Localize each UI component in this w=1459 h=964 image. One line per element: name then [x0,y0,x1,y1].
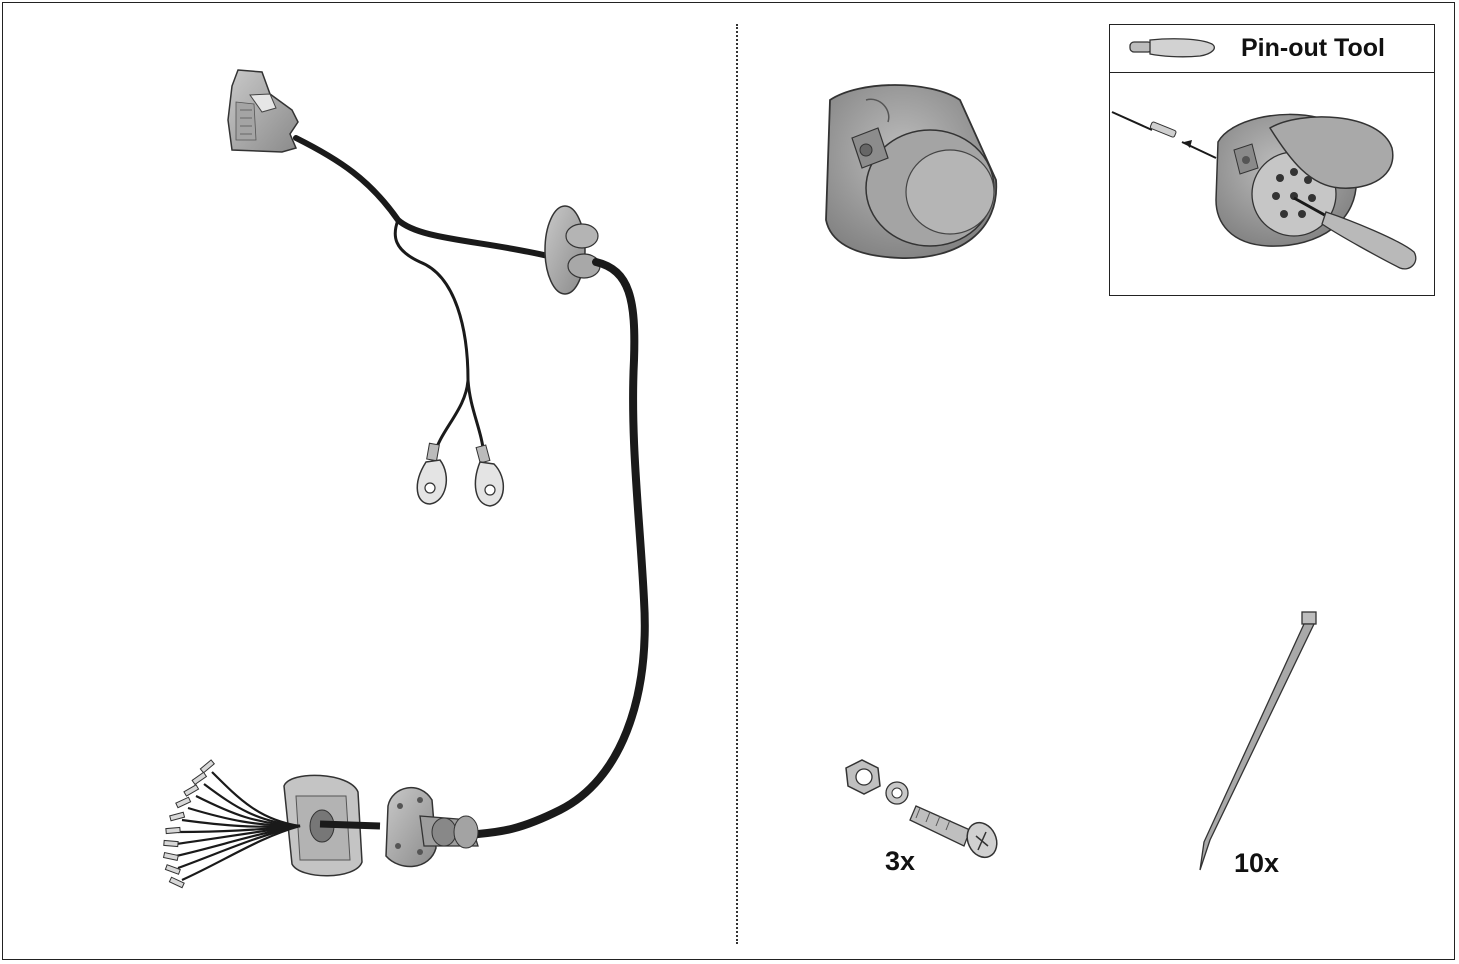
cable-grommet [545,206,600,294]
vehicle-connector [228,70,298,152]
inset-header: Pin-out Tool [1110,25,1434,73]
inset-title: Pin-out Tool [1241,34,1385,63]
cable-tie-quantity: 10x [1234,848,1279,879]
ring-terminal [475,445,503,506]
ring-terminal [417,443,446,504]
pin-out-tool-inset: Pin-out Tool [1109,24,1435,296]
bolt-quantity: 3x [885,846,915,877]
socket-plate [386,788,478,867]
cable-tie-icon [1200,612,1316,870]
trailer-socket-icon [826,85,996,258]
wiring-harness-icon [164,70,645,888]
bolt-nut-washer-icon [846,760,1002,862]
